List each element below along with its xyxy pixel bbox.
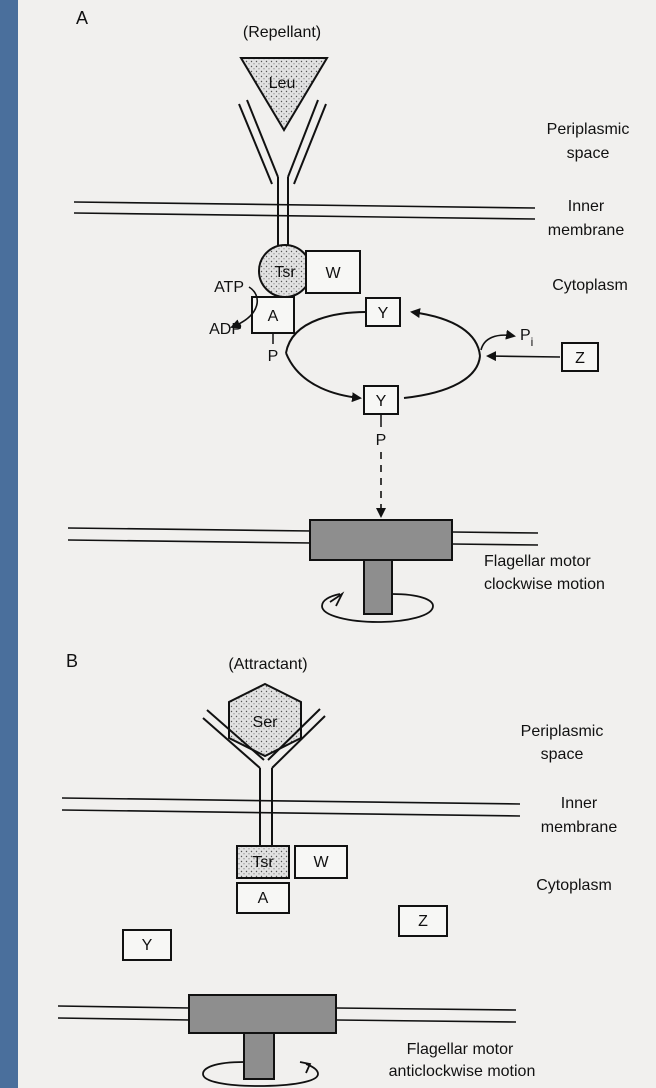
leu-ligand-label: Leu bbox=[269, 75, 296, 92]
motor-label-a-1: Flagellar motor bbox=[484, 553, 591, 570]
panel-a-ligand-type: (Repellant) bbox=[243, 24, 321, 41]
panel-a: A (Repellant) Leu Tsr bbox=[67, 8, 630, 623]
membrane-label-a-2: membrane bbox=[548, 222, 625, 239]
w-protein-box-a bbox=[305, 250, 361, 294]
tsr-receptor-stalk-b bbox=[202, 708, 326, 846]
leu-ligand-triangle bbox=[239, 57, 329, 132]
tsr-label-a: Tsr bbox=[274, 264, 296, 281]
y-protein-bottom-box bbox=[363, 385, 399, 415]
flagellar-shaft-b bbox=[243, 1032, 275, 1080]
panel-b-label: B bbox=[66, 651, 78, 671]
a-kinase-box-b bbox=[236, 882, 290, 914]
cytoplasm-label-a: Cytoplasm bbox=[552, 277, 628, 294]
y-protein-top-box bbox=[365, 297, 401, 327]
cycle-arc-lower-left bbox=[285, 352, 362, 403]
membrane-label-a-1: Inner bbox=[568, 198, 605, 215]
tsr-receptor-box-b bbox=[236, 845, 290, 879]
flagellar-motor-a bbox=[309, 519, 453, 561]
rotation-arc-a bbox=[321, 593, 434, 623]
motor-label-b-2: anticlockwise motion bbox=[389, 1063, 536, 1080]
ser-ligand-label: Ser bbox=[253, 714, 279, 731]
clockwise-arrow-icon bbox=[329, 591, 345, 607]
panel-b: B (Attractant) Ser Tsr bbox=[57, 651, 618, 1087]
atp-to-adp-arrow bbox=[230, 286, 258, 329]
adp-label: ADP bbox=[209, 321, 242, 338]
periplasm-label-a-1: Periplasmic bbox=[547, 121, 630, 138]
motor-membrane-a bbox=[67, 527, 539, 546]
anticlockwise-arrow-icon bbox=[299, 1061, 312, 1074]
a-label-b: A bbox=[258, 890, 269, 907]
phosphate-y-label: P bbox=[376, 432, 387, 449]
periplasm-label-a-2: space bbox=[567, 145, 610, 162]
tsr-label-b: Tsr bbox=[252, 854, 274, 871]
periplasm-label-b-2: space bbox=[541, 746, 584, 763]
motor-label-a-2: clockwise motion bbox=[484, 576, 605, 593]
motor-membrane-b bbox=[57, 1005, 517, 1023]
tsr-receptor-stalk bbox=[238, 99, 327, 248]
pi-main: P bbox=[520, 327, 531, 344]
pi-label: Pi bbox=[520, 327, 533, 349]
pi-subscript: i bbox=[531, 335, 534, 349]
z-phosphatase-box-a bbox=[561, 342, 599, 372]
atp-label: ATP bbox=[214, 279, 244, 296]
phosphate-a-label: P bbox=[268, 348, 279, 365]
cycle-arc-upper-left bbox=[285, 311, 367, 354]
cycle-arc-upper-right bbox=[410, 308, 481, 357]
y-top-label: Y bbox=[378, 305, 389, 322]
cytoplasm-label-b: Cytoplasm bbox=[536, 877, 612, 894]
motor-label-b-1: Flagellar motor bbox=[407, 1041, 514, 1058]
flagellar-motor-b bbox=[188, 994, 337, 1034]
y-bottom-label: Y bbox=[376, 393, 387, 410]
z-to-cycle-arrow bbox=[486, 351, 561, 362]
rotation-arc-b bbox=[202, 1061, 319, 1087]
pi-release-arrow bbox=[480, 329, 516, 351]
membrane-label-b-1: Inner bbox=[561, 795, 598, 812]
inner-membrane-b bbox=[61, 797, 521, 817]
w-label-b: W bbox=[313, 854, 329, 871]
z-phosphatase-box-b bbox=[398, 905, 448, 937]
w-label-a: W bbox=[325, 265, 341, 282]
panel-a-label: A bbox=[76, 8, 88, 28]
y-protein-box-b bbox=[122, 929, 172, 961]
y-label-b: Y bbox=[142, 937, 153, 954]
inner-membrane-a bbox=[73, 201, 536, 220]
periplasm-label-b-1: Periplasmic bbox=[521, 723, 604, 740]
membrane-label-b-2: membrane bbox=[541, 819, 618, 836]
panel-b-ligand-type: (Attractant) bbox=[228, 656, 307, 673]
flagellar-shaft-a bbox=[363, 559, 393, 615]
ser-ligand-hexagon bbox=[228, 682, 302, 758]
w-protein-box-b bbox=[294, 845, 348, 879]
a-label-a: A bbox=[268, 308, 279, 325]
z-label-a: Z bbox=[575, 350, 585, 367]
cycle-arc-lower-right bbox=[403, 355, 481, 399]
z-label-b: Z bbox=[418, 913, 428, 930]
